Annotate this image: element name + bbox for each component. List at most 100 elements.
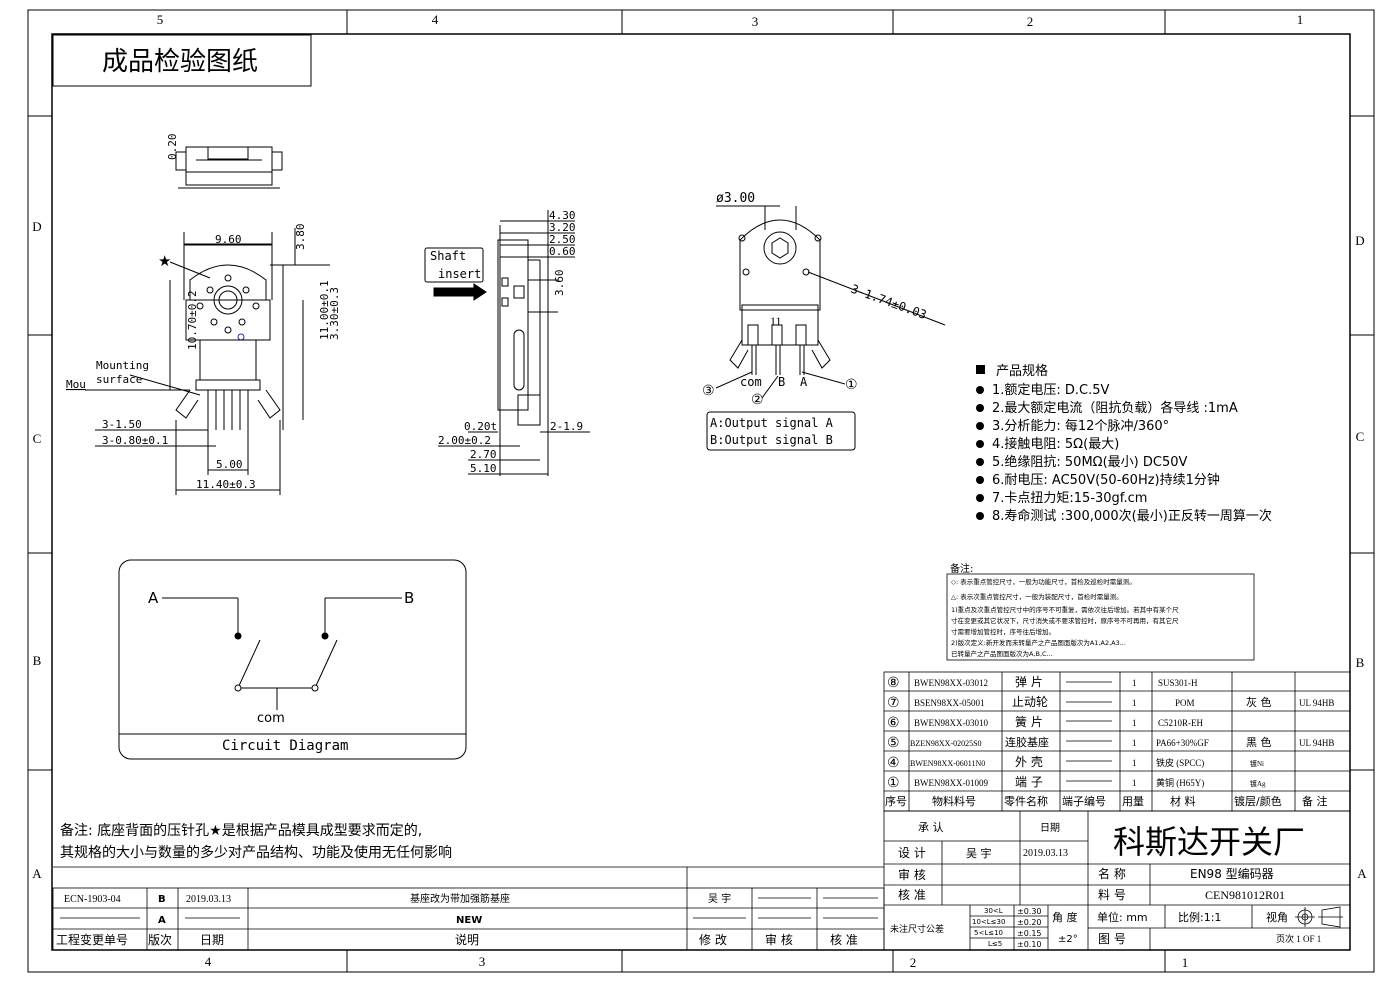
tb-design: 设 计 xyxy=(898,846,926,860)
svg-text:±0.30: ±0.30 xyxy=(1017,907,1042,916)
revision-table xyxy=(52,866,885,951)
mounting-label-2: surface xyxy=(96,373,142,386)
pin-a: A xyxy=(800,375,808,389)
tb-designer: 吴 宇 xyxy=(966,847,992,860)
remarks-box: 备注: ◇: 表示重点管控尺寸，一般为功能尺寸，首检及巡检时需量测。 △: 表示… xyxy=(946,562,1255,661)
svg-text:1: 1 xyxy=(1132,778,1137,788)
svg-text:铁皮 (SPCC): 铁皮 (SPCC) xyxy=(1156,757,1204,768)
circuit-caption: Circuit Diagram xyxy=(222,738,348,754)
svg-text:ECN-1903-04: ECN-1903-04 xyxy=(64,894,121,905)
svg-text:用量: 用量 xyxy=(1122,795,1144,808)
dim-1100: 11.00±0.1 xyxy=(318,280,331,340)
revision-row: ECN-1903-04 B 2019.03.13 基座改为带加强筋基座 吴 宇 xyxy=(64,892,731,905)
zone-left-C: C xyxy=(33,431,42,446)
dim-080: 3-0.80±0.1 xyxy=(102,434,168,447)
dim-1140: 11.40±0.3 xyxy=(196,478,256,491)
dim-360: 3.60 xyxy=(553,270,566,297)
svg-text:BWEN98XX-01009: BWEN98XX-01009 xyxy=(914,778,988,788)
remark-line: 寸需要增加管控时，序号往后增加。 xyxy=(951,627,1055,636)
svg-text:端 子: 端 子 xyxy=(1015,775,1043,789)
circuit-label-com: com xyxy=(257,711,285,726)
shaft-label-2: insert xyxy=(438,267,481,281)
zone-bottom-1: 1 xyxy=(1182,955,1189,970)
svg-text:A: A xyxy=(158,915,166,926)
dim-270: 2.70 xyxy=(470,448,497,461)
tb-design-date: 2019.03.13 xyxy=(1023,848,1068,859)
remarks-title: 备注: xyxy=(950,562,973,575)
pin-n1: ① xyxy=(845,377,858,393)
tb-unit: 单位: mm xyxy=(1097,910,1148,924)
svg-text:⑦: ⑦ xyxy=(887,696,900,711)
shaft-label-1: Shaft xyxy=(430,249,466,263)
svg-text:1: 1 xyxy=(1132,698,1137,708)
tb-tol-label: 未注尺寸公差 xyxy=(890,923,944,935)
svg-text:C5210R-EH: C5210R-EH xyxy=(1158,718,1204,728)
svg-text:序号: 序号 xyxy=(885,794,907,808)
tb-company: 科斯达开关厂 xyxy=(1113,824,1305,860)
svg-text:黄铜 (H65Y): 黄铜 (H65Y) xyxy=(1156,777,1204,788)
svg-text:核 准: 核 准 xyxy=(830,933,858,947)
note-line-1: 备注: 底座背面的压针孔★是根据产品模具成型要求而定的, xyxy=(60,822,422,839)
circuit-label-a: A xyxy=(148,589,159,607)
zone-top-3: 3 xyxy=(752,14,759,29)
spec-item: 3.分析能力: 每12个脉冲/360° xyxy=(992,418,1169,434)
revision-row: A NEW xyxy=(158,915,482,926)
spec-item: 5.绝缘阻抗: 50MΩ(最小) DC50V xyxy=(992,454,1188,470)
dim-430: 4.30 xyxy=(549,209,576,222)
side-view xyxy=(424,210,590,476)
spec-item: 1.额定电压: D.C.5V xyxy=(992,383,1110,398)
bom-row: ⑦ BSEN98XX-05001 止动轮 1 POM 灰 色 UL 94HB xyxy=(887,695,1334,711)
svg-text:工程变更单号: 工程变更单号 xyxy=(56,932,128,947)
back-view-labels: ø3.00 3-1.74±0.03 11 com B A ① ② ③ A:Out… xyxy=(702,191,928,447)
dim-960: 9.60 xyxy=(215,233,242,246)
circuit-label-b: B xyxy=(404,589,414,607)
svg-text:1: 1 xyxy=(1132,718,1137,728)
svg-text:镀Ag: 镀Ag xyxy=(1250,779,1266,788)
output-a: A:Output signal A xyxy=(710,416,834,430)
svg-text:⑥: ⑥ xyxy=(887,716,900,731)
spec-header: 产品规格 xyxy=(996,363,1048,379)
dim-020t: 0.20t xyxy=(464,420,497,433)
zone-top-1: 1 xyxy=(1297,12,1304,27)
zone-right-D: D xyxy=(1355,233,1364,248)
dim-219: 2-1.9 xyxy=(550,420,583,433)
tb-drawing-no: 图 号 xyxy=(1098,932,1126,946)
svg-text:1: 1 xyxy=(1132,678,1137,688)
tb-name-label: 名 称 xyxy=(1098,866,1126,881)
pin-b: B xyxy=(778,375,785,389)
remark-line: ◇: 表示重点管控尺寸，一般为功能尺寸，首检及巡检时需量测。 xyxy=(951,577,1136,586)
remark-line: 已转量产之产品图面版次为A,B,C... xyxy=(951,649,1053,658)
star-mark: ★ xyxy=(158,252,171,270)
svg-text:5<L≤10: 5<L≤10 xyxy=(974,929,1003,937)
svg-text:物料料号: 物料料号 xyxy=(932,794,976,808)
svg-text:①: ① xyxy=(887,776,900,791)
sheet-title: 成品检验图纸 xyxy=(102,47,258,77)
title-block xyxy=(883,810,1351,951)
svg-text:⑧: ⑧ xyxy=(887,676,900,691)
zone-left-D: D xyxy=(32,219,41,234)
remark-line: 2)版次定义:新开发而未转量产之产品图面版次为A1,A2,A3... xyxy=(951,638,1126,647)
dim-380: 3.80 xyxy=(294,224,307,251)
zone-left-A: A xyxy=(32,866,42,881)
svg-text:UL 94HB: UL 94HB xyxy=(1299,738,1334,748)
title-block-text: 承 认 日期 科斯达开关厂 设 计 吴 宇 2019.03.13 审 核 核 准… xyxy=(890,821,1321,949)
zone-top-4: 4 xyxy=(432,12,439,27)
zone-left-B: B xyxy=(33,653,42,668)
dim-holes: 3-1.74±0.03 xyxy=(849,282,928,322)
tb-partno-value: CEN981012R01 xyxy=(1205,888,1285,902)
dim-060: 0.60 xyxy=(549,245,576,258)
bom-header-row: 序号 物料料号 零件名称 端子编号 用量 材 料 镀层/颜色 备 注 xyxy=(885,794,1328,808)
spec-item: 6.耐电压: AC50V(50-60Hz)持续1分钟 xyxy=(992,472,1220,488)
svg-text:2019.03.13: 2019.03.13 xyxy=(186,894,231,905)
remark-line: 1)重点及次重点管控尺寸中的序号不可重复，需依次往后增加。若其中有某个尺 xyxy=(951,605,1179,614)
svg-text:吴 宇: 吴 宇 xyxy=(708,892,731,905)
svg-text:镀层/颜色: 镀层/颜色 xyxy=(1234,794,1282,808)
svg-text:1: 1 xyxy=(1132,738,1137,748)
svg-text:POM: POM xyxy=(1175,698,1195,708)
svg-text:版次: 版次 xyxy=(148,933,172,947)
spec-item: 4.接触电阻: 5Ω(最大) xyxy=(992,436,1119,452)
zone-right-A: A xyxy=(1357,866,1367,881)
svg-text:30<L: 30<L xyxy=(984,907,1003,915)
svg-text:UL 94HB: UL 94HB xyxy=(1299,698,1334,708)
